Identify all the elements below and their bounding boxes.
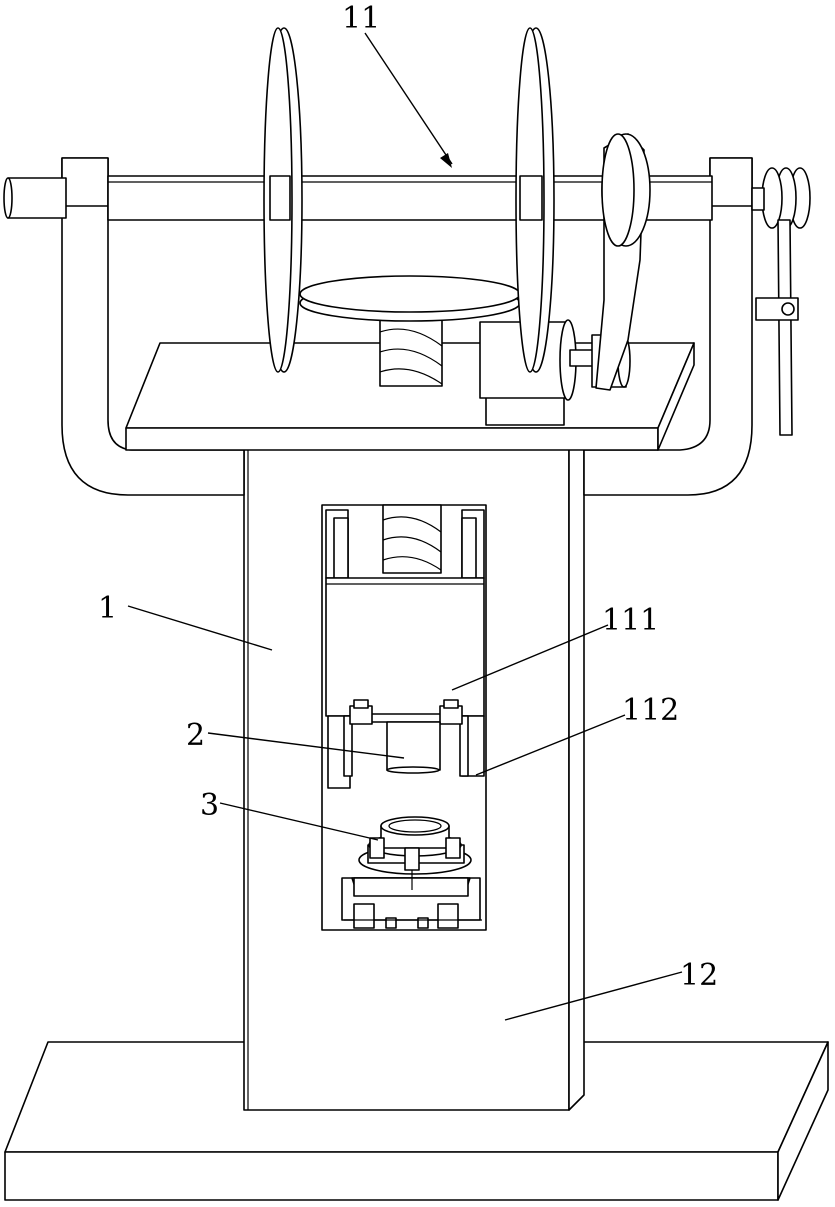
label-2: 2 [186, 718, 205, 753]
screw-disc [300, 276, 520, 321]
label-3: 3 [200, 788, 219, 823]
upper-die [387, 722, 440, 773]
control-lever [756, 220, 798, 435]
label-1: 1 [98, 591, 117, 626]
flywheel-left [264, 28, 302, 372]
label-111: 111 [602, 603, 659, 638]
screw-upper-section [380, 318, 442, 386]
flywheel-right [516, 28, 554, 372]
leader-11 [365, 33, 452, 164]
label-11: 11 [342, 1, 380, 36]
column-window [322, 505, 486, 930]
pulley-stack [752, 168, 810, 228]
screw-lower-section [383, 505, 441, 573]
label-12: 12 [680, 958, 718, 993]
label-112: 112 [622, 693, 679, 728]
slider-block [326, 578, 484, 716]
